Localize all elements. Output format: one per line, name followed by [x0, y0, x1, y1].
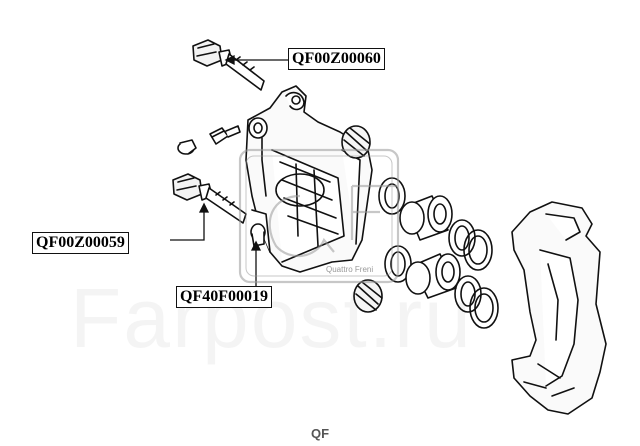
- dust-boot-upper: [341, 125, 371, 159]
- leader-line-lower-bolt: [170, 208, 205, 241]
- brand-logo: QF: [311, 426, 330, 441]
- part-label-bolt-lower: QF00Z00059: [32, 232, 129, 254]
- part-label-bolt-upper: QF00Z00060: [288, 48, 385, 70]
- guide-bolt-lower: [172, 173, 247, 224]
- dust-ring-upper: [463, 229, 493, 271]
- bleeder-screw: [177, 125, 241, 155]
- guide-bolt-upper: [192, 39, 265, 91]
- leader-arrow-bushing: [250, 240, 262, 251]
- seal-ring-upper: [448, 219, 476, 257]
- caliper-bracket: [511, 201, 607, 415]
- piston-upper: [399, 195, 453, 241]
- leader-arrow-lower: [198, 202, 210, 213]
- dust-ring-lower: [469, 287, 499, 329]
- brand-stamp-text: Quattro Freni: [326, 265, 374, 274]
- dust-boot-lower: [353, 279, 383, 313]
- piston-lower: [405, 253, 461, 299]
- bushing: [250, 223, 266, 247]
- part-label-bushing: QF40F00019: [176, 286, 272, 308]
- seal-ring-lower: [454, 275, 482, 313]
- brand-stamp: [238, 148, 400, 284]
- leader-arrow-upper: [224, 54, 235, 66]
- caliper-housing: [245, 85, 373, 273]
